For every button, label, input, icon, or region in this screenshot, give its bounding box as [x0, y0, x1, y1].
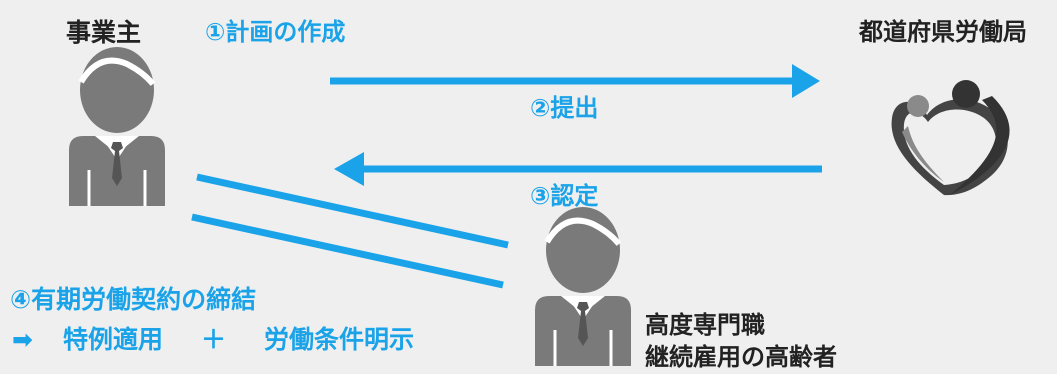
worker-label-line1: 高度専門職 — [645, 311, 765, 339]
certify-arrow — [334, 152, 822, 186]
step-plan-label: ①計画の作成 — [205, 18, 346, 46]
employer-label: 事業主 — [66, 18, 142, 47]
contract-line-lower — [191, 213, 504, 289]
bureau-logo-icon — [891, 80, 1010, 196]
step-submit-label: ②提出 — [530, 94, 599, 122]
right-arrow-icon: ➡ — [12, 325, 33, 354]
result-special-rule: 特例適用 — [62, 325, 163, 354]
worker-icon — [535, 207, 631, 366]
bureau-label: 都道府県労働局 — [859, 18, 1027, 46]
step-certify-label: ③認定 — [530, 182, 599, 210]
result-conditions: 労働条件明示 — [263, 325, 414, 354]
submit-arrow — [330, 64, 820, 98]
plus-icon: ＋ — [200, 325, 226, 354]
contract-line-upper — [196, 173, 509, 249]
step-contract-label: ④有期労働契約の締結 — [10, 285, 257, 314]
worker-label-line2: 継続雇用の高齢者 — [645, 343, 837, 371]
result-row: ➡ 特例適用 ＋ 労働条件明示 — [12, 327, 414, 352]
employer-icon — [69, 47, 165, 206]
